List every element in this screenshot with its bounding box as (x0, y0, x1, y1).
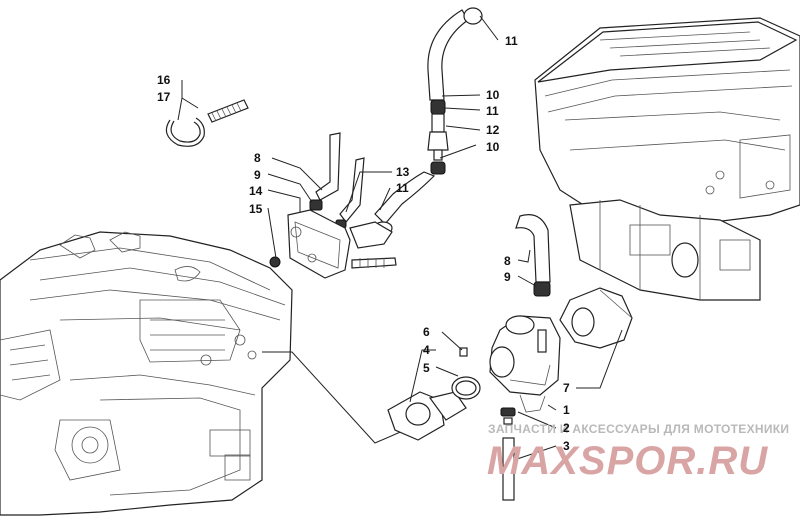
callout-11: 11 (486, 104, 499, 118)
callout-10: 10 (486, 88, 500, 102)
callout-13: 13 (396, 165, 410, 179)
callout-15: 15 (249, 202, 263, 216)
callout-2: 2 (563, 421, 570, 435)
carburetor-assembly (387, 214, 633, 501)
engine-assembly (0, 231, 293, 516)
callout-12: 12 (486, 123, 500, 137)
callout-11: 11 (396, 181, 409, 195)
callout-9: 9 (504, 270, 511, 284)
callout-14: 14 (249, 184, 263, 198)
engine-to-flange-leader (262, 351, 406, 444)
callout-9: 9 (254, 168, 261, 182)
callout-1: 1 (563, 403, 570, 417)
callout-5: 5 (423, 361, 430, 375)
callout-10: 10 (486, 140, 500, 154)
spring-and-clamp (165, 99, 249, 147)
fuel-hose-upper (373, 7, 483, 235)
callout-3: 3 (563, 439, 570, 453)
leader-lines (177, 15, 623, 461)
callout-4: 4 (423, 343, 430, 357)
callout-17: 17 (157, 90, 171, 104)
callout-11: 11 (505, 34, 518, 48)
watermark-caption: ЗАПЧАСТИ И АКСЕССУАРЫ ДЛЯ МОТОТЕХНИКИ (488, 422, 789, 436)
air-box-assembly (534, 17, 800, 301)
callout-6: 6 (423, 325, 430, 339)
callout-8: 8 (254, 151, 261, 165)
callout-16: 16 (157, 73, 171, 87)
callout-labels: 11 10 11 12 10 16 17 8 9 14 15 13 11 8 9… (157, 34, 570, 453)
watermark-logo: MAXSPOR.RU (487, 439, 768, 483)
callout-7: 7 (563, 381, 570, 395)
fuel-pump (269, 132, 397, 279)
callout-8: 8 (504, 254, 511, 268)
